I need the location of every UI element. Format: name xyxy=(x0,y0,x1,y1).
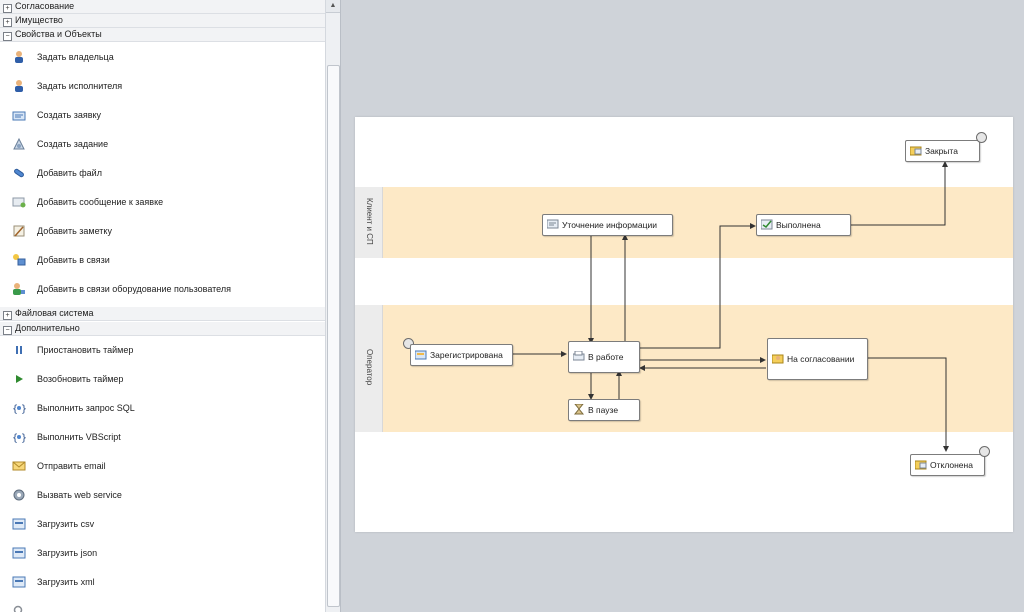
toolbox-item-add-message[interactable]: Добавить сообщение к заявке xyxy=(0,188,325,217)
toolbox-scrollbar[interactable]: ▲ xyxy=(325,0,340,612)
lane-header xyxy=(355,305,383,432)
lane-client: Клиент и СП xyxy=(355,187,1013,258)
scrollbar-thumb[interactable] xyxy=(327,65,340,607)
lane-body xyxy=(383,305,1013,432)
state-node-approval[interactable]: На согласовании xyxy=(767,338,868,380)
note-icon xyxy=(13,225,25,237)
toolbox-item-run-sql[interactable]: {} Выполнить запрос SQL xyxy=(12,403,135,415)
svg-text:{: { xyxy=(12,404,18,415)
start-point-icon xyxy=(403,338,414,349)
end-point-icon xyxy=(976,132,987,143)
play-icon xyxy=(16,375,23,383)
person-icon xyxy=(15,51,23,63)
group-file-system[interactable]: +Файловая система xyxy=(0,307,325,321)
scroll-up-icon[interactable]: ▲ xyxy=(326,0,340,13)
request-icon xyxy=(415,350,427,360)
collapse-icon[interactable]: − xyxy=(3,32,12,41)
folder-icon xyxy=(910,146,922,156)
toolbox-item-resume-timer[interactable]: Возобновить таймер xyxy=(0,365,325,394)
toolbox-item-set-owner[interactable]: Задать владельца xyxy=(0,43,325,72)
state-node-closed[interactable]: Закрыта xyxy=(905,140,980,162)
toolbox-item-set-executor[interactable]: Задать исполнителя xyxy=(0,72,325,101)
toolbox-item-add-file[interactable]: Добавить файл xyxy=(0,159,325,188)
workflow-canvas[interactable]: Клиент и СП Оператор Закрыта xyxy=(355,117,1013,532)
upload-icon xyxy=(12,518,26,530)
toolbox-panel: +Согласование +Имущество −Свойства и Объ… xyxy=(0,0,341,612)
folder-icon xyxy=(915,460,927,470)
hourglass-icon xyxy=(573,404,585,415)
check-icon xyxy=(761,219,773,230)
state-node-in-work[interactable]: В работе xyxy=(568,341,640,373)
toolbox-item-add-user-equipment[interactable]: Добавить в связи оборудование пользовате… xyxy=(0,275,325,304)
toolbox-item-load-xml[interactable]: Загрузить xml xyxy=(0,568,325,597)
svg-text:{: { xyxy=(12,433,18,444)
lane-header xyxy=(355,187,383,258)
toolbox-item-add-note[interactable]: Добавить заметку xyxy=(0,217,325,246)
group-property[interactable]: +Имущество xyxy=(0,14,325,28)
svg-text:}: } xyxy=(21,433,26,444)
toolbox-item-load-csv[interactable]: Загрузить csv xyxy=(0,510,325,539)
state-node-clarify[interactable]: Уточнение информации xyxy=(542,214,673,236)
task-icon xyxy=(13,137,25,150)
end-point-icon xyxy=(979,446,990,457)
printer-icon xyxy=(573,351,585,361)
group-additional[interactable]: −Дополнительно xyxy=(0,322,325,336)
toolbox-item-create-task[interactable]: Создать задание xyxy=(0,130,325,159)
expand-icon[interactable]: + xyxy=(3,4,12,13)
user-equipment-icon xyxy=(13,283,25,295)
toolbox-item-send-email[interactable]: Отправить email xyxy=(0,452,325,481)
toolbox-item-pause-timer[interactable]: Приостановить таймер xyxy=(0,336,325,365)
link-icon xyxy=(13,254,26,266)
group-properties-objects[interactable]: −Свойства и Объекты xyxy=(0,28,325,42)
paperclip-icon xyxy=(14,168,24,178)
message-icon xyxy=(547,219,559,229)
web-service-icon xyxy=(13,489,25,501)
toolbox-item-call-web-service[interactable]: Вызвать web service xyxy=(0,481,325,510)
group-approval[interactable]: +Согласование xyxy=(0,0,325,14)
script-icon: {} xyxy=(12,404,26,415)
upload-icon xyxy=(12,576,26,588)
state-node-rejected[interactable]: Отклонена xyxy=(910,454,985,476)
state-node-paused[interactable]: В паузе xyxy=(568,399,640,421)
lane-body xyxy=(383,187,1013,258)
expand-icon[interactable]: + xyxy=(3,311,12,320)
message-icon xyxy=(12,197,26,208)
person-icon xyxy=(15,80,23,92)
people-icon xyxy=(772,354,784,364)
lane-operator: Оператор xyxy=(355,305,1013,432)
toolbox-item-run-vbscript[interactable]: {} Выполнить VBScript xyxy=(12,432,121,444)
toolbox-item-add-link[interactable]: Добавить в связи xyxy=(0,246,325,275)
lane-title-client: Клиент и СП xyxy=(365,198,374,245)
toolbox-item-create-request[interactable]: Создать заявку xyxy=(0,101,325,130)
search-icon xyxy=(13,605,23,612)
toolbox-item-partial[interactable] xyxy=(0,597,325,612)
upload-icon xyxy=(12,547,26,559)
pause-icon xyxy=(16,346,22,354)
request-icon xyxy=(12,111,26,121)
lane-title-operator: Оператор xyxy=(365,349,374,386)
toolbox-item-load-json[interactable]: Загрузить json xyxy=(0,539,325,568)
expand-icon[interactable]: + xyxy=(3,18,12,27)
svg-text:}: } xyxy=(21,404,26,415)
script-icon: {} xyxy=(12,433,26,444)
state-node-done[interactable]: Выполнена xyxy=(756,214,851,236)
state-node-registered[interactable]: Зарегистрирована xyxy=(410,344,513,366)
email-icon xyxy=(12,461,26,471)
collapse-icon[interactable]: − xyxy=(3,326,12,335)
